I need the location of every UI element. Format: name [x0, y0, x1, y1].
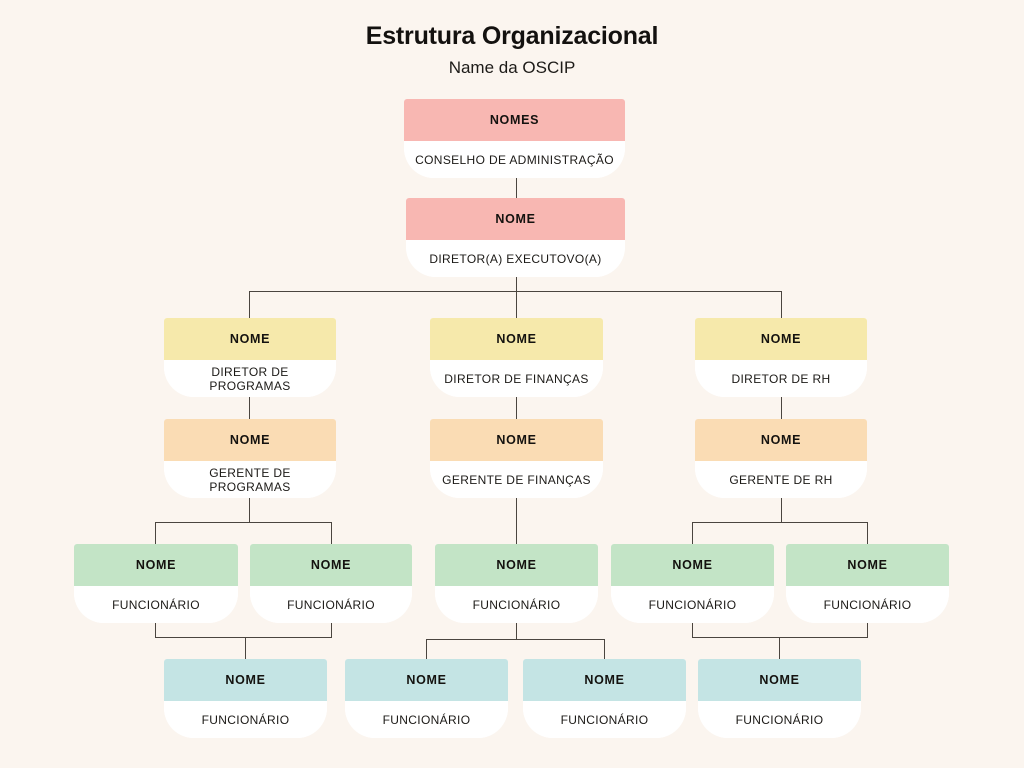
connector-n7-n11	[516, 486, 518, 545]
org-node-role: DIRETOR DE RH	[695, 360, 867, 397]
org-node-name: NOME	[164, 659, 327, 701]
org-node-diretor-de-rh[interactable]: NOME DIRETOR DE RH	[695, 318, 867, 397]
org-node-role: DIRETOR(A) EXECUTOVO(A)	[406, 240, 625, 277]
connector-n3-n6	[249, 385, 251, 420]
org-node-funcionario-3[interactable]: NOME FUNCIONÁRIO	[435, 544, 598, 623]
org-node-name: NOME	[695, 318, 867, 360]
org-node-diretor-de-programas[interactable]: NOME DIRETOR DE PROGRAMAS	[164, 318, 336, 397]
connector-n9-down	[155, 613, 157, 638]
connector-bus-n17	[779, 637, 781, 659]
org-node-role: CONSELHO DE ADMINISTRAÇÃO	[404, 141, 625, 178]
org-node-role: GERENTE DE RH	[695, 461, 867, 498]
connector-n6-n10	[331, 522, 333, 545]
org-node-name: NOME	[786, 544, 949, 586]
org-node-role: FUNCIONÁRIO	[698, 701, 861, 738]
connector-n6-down	[249, 486, 251, 523]
org-node-role: FUNCIONÁRIO	[611, 586, 774, 623]
org-node-role: DIRETOR DE PROGRAMAS	[164, 360, 336, 397]
org-node-role: FUNCIONÁRIO	[74, 586, 238, 623]
org-node-funcionario-5[interactable]: NOME FUNCIONÁRIO	[786, 544, 949, 623]
connector-bus-n5	[781, 291, 783, 319]
org-node-gerente-de-financas[interactable]: NOME GERENTE DE FINANÇAS	[430, 419, 603, 498]
connector-n6-n9	[155, 522, 157, 545]
connector-bus-n3	[249, 291, 251, 319]
org-node-gerente-de-programas[interactable]: NOME GERENTE DE PROGRAMAS	[164, 419, 336, 498]
org-node-name: NOME	[345, 659, 508, 701]
connector-bus-n4	[516, 291, 518, 319]
org-node-name: NOME	[695, 419, 867, 461]
connector-n6-bus	[155, 522, 332, 524]
page-subtitle: Name da OSCIP	[448, 58, 576, 77]
org-node-name: NOME	[406, 198, 625, 240]
org-node-name: NOME	[250, 544, 412, 586]
org-node-name: NOME	[430, 318, 603, 360]
org-node-funcionario-4[interactable]: NOME FUNCIONÁRIO	[611, 544, 774, 623]
org-node-conselho-de-administracao[interactable]: NOMES CONSELHO DE ADMINISTRAÇÃO	[404, 99, 625, 178]
org-node-role: DIRETOR DE FINANÇAS	[430, 360, 603, 397]
org-node-funcionario-8[interactable]: NOME FUNCIONÁRIO	[523, 659, 686, 738]
org-node-gerente-de-rh[interactable]: NOME GERENTE DE RH	[695, 419, 867, 498]
org-node-role: GERENTE DE FINANÇAS	[430, 461, 603, 498]
org-node-role: FUNCIONÁRIO	[523, 701, 686, 738]
org-node-role: GERENTE DE PROGRAMAS	[164, 461, 336, 498]
connector-bus-n15	[426, 639, 428, 659]
org-node-role: FUNCIONÁRIO	[435, 586, 598, 623]
connector-bus-n14	[245, 637, 247, 659]
org-node-funcionario-9[interactable]: NOME FUNCIONÁRIO	[698, 659, 861, 738]
org-node-funcionario-7[interactable]: NOME FUNCIONÁRIO	[345, 659, 508, 738]
connector-n11-bus	[426, 639, 605, 641]
connector-n10-down	[331, 613, 333, 638]
org-node-diretor-de-financas[interactable]: NOME DIRETOR DE FINANÇAS	[430, 318, 603, 397]
connector-level3-bus	[249, 291, 782, 293]
connector-n13-down	[867, 613, 869, 638]
org-node-role: FUNCIONÁRIO	[250, 586, 412, 623]
connector-n4-n7	[516, 385, 518, 420]
connector-n1-n2	[516, 166, 518, 201]
connector-n11-down	[516, 613, 518, 640]
org-node-name: NOME	[611, 544, 774, 586]
org-node-name: NOME	[430, 419, 603, 461]
org-node-name: NOME	[523, 659, 686, 701]
org-node-role: FUNCIONÁRIO	[164, 701, 327, 738]
page-title: Estrutura Organizacional	[365, 22, 659, 50]
org-node-role: FUNCIONÁRIO	[786, 586, 949, 623]
connector-n5-n8	[781, 385, 783, 420]
connector-bus-n16	[604, 639, 606, 659]
org-node-name: NOMES	[404, 99, 625, 141]
org-node-diretor-executivo[interactable]: NOME DIRETOR(A) EXECUTOVO(A)	[406, 198, 625, 277]
connector-n8-n13	[867, 522, 869, 545]
org-node-funcionario-2[interactable]: NOME FUNCIONÁRIO	[250, 544, 412, 623]
connector-n8-n12	[692, 522, 694, 545]
org-node-name: NOME	[164, 318, 336, 360]
connector-n8-down	[781, 486, 783, 523]
org-node-funcionario-6[interactable]: NOME FUNCIONÁRIO	[164, 659, 327, 738]
org-node-role: FUNCIONÁRIO	[345, 701, 508, 738]
org-node-name: NOME	[74, 544, 238, 586]
org-node-name: NOME	[435, 544, 598, 586]
org-node-name: NOME	[164, 419, 336, 461]
connector-n12-down	[692, 613, 694, 638]
connector-n14-bus	[155, 637, 332, 639]
org-node-funcionario-1[interactable]: NOME FUNCIONÁRIO	[74, 544, 238, 623]
org-node-name: NOME	[698, 659, 861, 701]
connector-n8-bus	[692, 522, 868, 524]
